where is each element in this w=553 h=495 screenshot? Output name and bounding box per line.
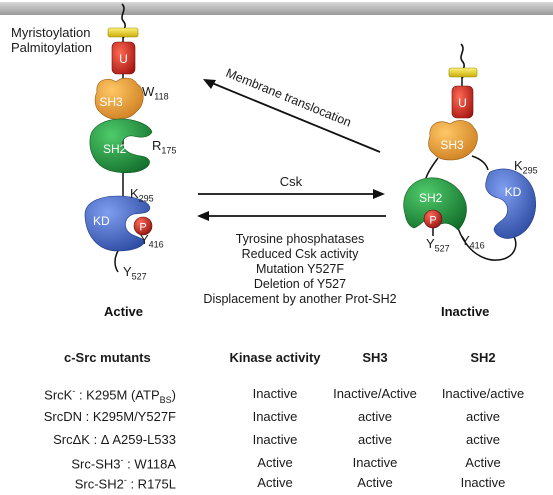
- inactive-k295-label: K295: [514, 158, 538, 176]
- inactive-sh2-label: SH2: [419, 191, 443, 205]
- active-sh3-label: SH3: [99, 95, 123, 109]
- membrane: [0, 2, 553, 15]
- mutant-cell: Src-SH2- : R175L: [74, 475, 176, 492]
- header-mutants: c-Src mutants: [64, 350, 151, 365]
- condition-2: Reduced Csk activity: [241, 247, 359, 261]
- inactive-unique-label: U: [458, 96, 467, 110]
- active-kinase-domain: [84, 195, 151, 252]
- membrane-translocation-arrow: [211, 82, 381, 153]
- inactive-sh3-label: SH3: [440, 138, 464, 152]
- active-k295-label: K295: [130, 186, 154, 204]
- header-sh2: SH2: [470, 350, 496, 365]
- sh3-cell: Inactive: [352, 455, 398, 470]
- inactive-phospho-label: P: [429, 215, 436, 227]
- kinase-cell: Inactive: [252, 432, 298, 447]
- inactive-kinase-domain: [485, 168, 536, 239]
- table-row: SrcΔK : Δ A259-L533 Inactive active acti…: [0, 432, 553, 452]
- sh2-cell: active: [466, 432, 500, 447]
- domain-diagram: U SH3 SH2 KD P U SH3 SH2 KD P Membrane: [0, 2, 553, 273]
- condition-1: Tyrosine phosphatases: [235, 232, 365, 246]
- csk-label: Csk: [280, 174, 303, 189]
- myristoylation-label: Myristoylation: [11, 25, 91, 40]
- inactive-y416-label: Y416: [461, 233, 485, 251]
- palmitoylation-label: Palmitoylation: [11, 40, 92, 55]
- table-row: Src-SH2- : R175L Active Active Inactive: [0, 475, 553, 495]
- kinase-cell: Active: [257, 475, 293, 490]
- active-unique-label: U: [119, 52, 128, 66]
- active-unique-domain: [111, 41, 136, 75]
- csk-arrowhead: [373, 189, 385, 199]
- activation-arrowhead: [197, 211, 209, 221]
- condition-4: Deletion of Y527: [253, 277, 347, 291]
- table-row: SrcK- : K295M (ATPBS) Inactive Inactive/…: [0, 386, 553, 406]
- active-phospho-label: P: [139, 222, 146, 234]
- table-header-row: c-Src mutants Kinase activity SH3 SH2: [0, 350, 553, 370]
- mutant-cell: SrcK- : K295M (ATPBS): [44, 386, 176, 405]
- sh2-cell: Inactive: [460, 475, 506, 490]
- w118-label: W118: [142, 84, 169, 102]
- sh2-cell: Inactive/active: [441, 386, 525, 401]
- active-lipid-anchor: [107, 27, 139, 38]
- sh2-cell: active: [466, 409, 500, 424]
- condition-5: Displacement by another Prot-SH2: [203, 292, 397, 306]
- inactive-kinase-label: KD: [505, 185, 522, 199]
- active-sh2-domain: [89, 118, 153, 174]
- active-phospho-circle: [133, 216, 153, 236]
- inactive-y527-label: Y527: [426, 236, 450, 254]
- inactive-sh2-domain: [403, 177, 467, 231]
- inactive-sh3-kd-linker: [471, 155, 489, 171]
- inactive-state-label: Inactive: [441, 304, 490, 319]
- sh3-cell: Inactive/Active: [333, 386, 417, 401]
- r175-label: R175: [152, 138, 177, 156]
- mutant-cell: SrcΔK : Δ A259-L533: [53, 432, 176, 447]
- kinase-cell: Active: [257, 455, 293, 470]
- active-sh3-domain: [94, 77, 144, 120]
- inactive-sh3-domain: [428, 120, 478, 161]
- sh2-cell: Active: [465, 455, 501, 470]
- active-y416-label: Y416: [140, 232, 164, 250]
- inactive-sh3-sh2-linker: [425, 157, 439, 179]
- kinase-cell: Inactive: [252, 409, 298, 424]
- table-row: Src-SH3- : W118A Active Inactive Active: [0, 455, 553, 475]
- inactive-lipid-anchor: [448, 67, 478, 78]
- table-row: SrcDN : K295M/Y527F Inactive active acti…: [0, 409, 553, 429]
- header-sh3: SH3: [362, 350, 388, 365]
- mutant-cell: SrcDN : K295M/Y527F: [43, 409, 176, 424]
- active-state-label: Active: [104, 304, 144, 319]
- active-c-tail: [114, 250, 119, 273]
- inactive-unique-domain: [451, 85, 474, 119]
- membrane-translocation-label: Membrane translocation: [224, 66, 353, 130]
- active-y527-label: Y527: [123, 264, 147, 282]
- sh3-cell: Active: [357, 475, 393, 490]
- sh3-cell: active: [358, 409, 392, 424]
- active-sh2-label: SH2: [103, 142, 127, 156]
- sh3-cell: active: [358, 432, 392, 447]
- kinase-cell: Inactive: [252, 386, 298, 401]
- header-kinase: Kinase activity: [229, 350, 321, 365]
- membrane-translocation-arrowhead: [203, 79, 216, 89]
- mutant-cell: Src-SH3- : W118A: [71, 455, 176, 472]
- active-kinase-label: KD: [93, 214, 110, 228]
- condition-3: Mutation Y527F: [255, 262, 345, 276]
